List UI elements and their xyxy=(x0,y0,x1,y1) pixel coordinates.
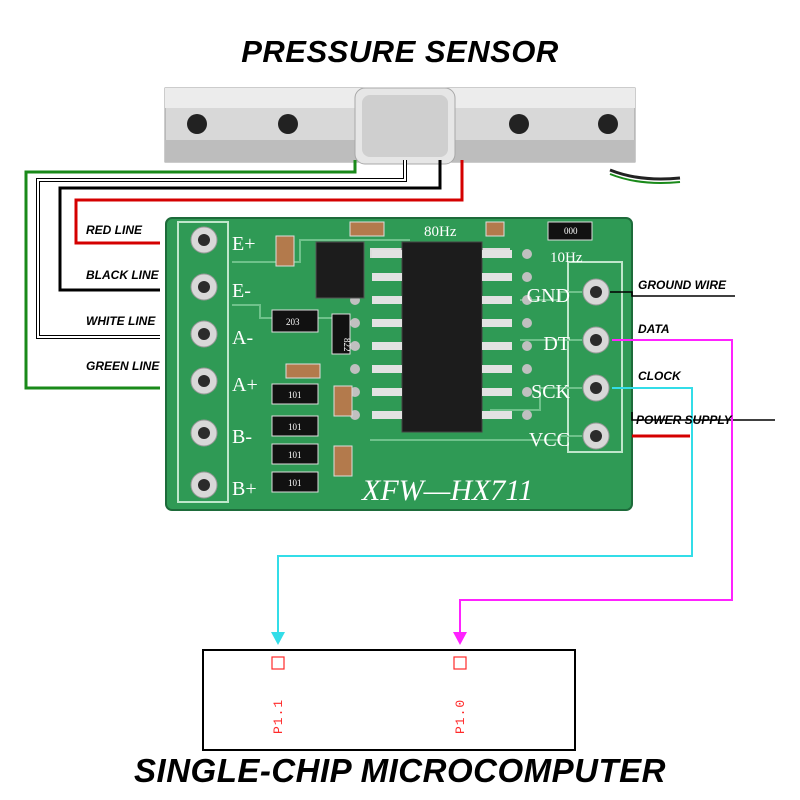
microcomputer-title: SINGLE-CHIP MICROCOMPUTER xyxy=(134,752,666,789)
pin-label-e-minus: E- xyxy=(232,280,251,302)
pin-label-b-minus: B- xyxy=(232,426,252,448)
right-wire-stubs xyxy=(610,291,775,438)
pressure-sensor-title: PRESSURE SENSOR xyxy=(241,34,559,69)
board-name: XFW—HX711 xyxy=(361,474,533,507)
data-arrow-icon xyxy=(453,632,467,645)
clock-label: CLOCK xyxy=(638,369,681,383)
data-label: DATA xyxy=(638,322,670,336)
resistor-code: 101 xyxy=(288,450,302,460)
pin-label-gnd: GND xyxy=(527,285,570,307)
red-line-label: RED LINE xyxy=(86,223,143,237)
clock-wire xyxy=(277,387,693,636)
power-supply-label: POWER SUPPLY xyxy=(636,413,732,427)
pin-label-vcc: VCC xyxy=(529,429,570,451)
pin-pad xyxy=(453,656,467,670)
pin-label-a-plus: A+ xyxy=(232,374,258,396)
resistor-code: 000 xyxy=(564,226,578,236)
resistor-code: 822 xyxy=(342,338,352,352)
green-line-label: GREEN LINE xyxy=(86,359,160,373)
resistor-code: 203 xyxy=(286,317,300,327)
pin-p10-label: P1.0 xyxy=(453,698,468,734)
transistor xyxy=(315,241,365,299)
right-pin-labels: GND DT SCK VCC xyxy=(527,285,571,451)
resistors xyxy=(271,221,593,493)
pin-label-sck: SCK xyxy=(531,381,570,403)
pin-p11-label: P1.1 xyxy=(271,698,286,734)
capacitors xyxy=(275,221,505,477)
black-line-label: BLACK LINE xyxy=(86,268,159,282)
resistor-codes: 203 822 101 101 101 101 000 xyxy=(286,226,578,488)
resistor-code: 101 xyxy=(288,478,302,488)
data-wire xyxy=(459,339,733,636)
clock-arrow-icon xyxy=(271,632,285,645)
white-line-label: WHITE LINE xyxy=(86,314,156,328)
chip-icon xyxy=(350,241,532,433)
pin-pad xyxy=(271,656,285,670)
right-pin-holes xyxy=(582,278,610,450)
sensor-wires xyxy=(24,160,464,390)
pin-label-b-plus: B+ xyxy=(232,478,257,500)
left-pin-holes xyxy=(190,226,218,499)
resistor-code: 101 xyxy=(288,422,302,432)
ground-wire-label: GROUND WIRE xyxy=(638,278,726,292)
hx711-board: 203 822 101 101 101 101 000 E+ E- A- A+ … xyxy=(160,217,636,518)
freq-80hz-label: 80Hz xyxy=(424,224,457,240)
pin-label-e-plus: E+ xyxy=(232,233,256,255)
freq-10hz-label: 10Hz xyxy=(550,250,583,266)
pin-label-dt: DT xyxy=(543,333,570,355)
resistor-code: 101 xyxy=(288,390,302,400)
pin-label-a-minus: A- xyxy=(232,327,253,349)
left-pin-labels: E+ E- A- A+ B- B+ xyxy=(232,233,258,500)
microcomputer-box xyxy=(202,649,576,751)
load-cell-icon xyxy=(164,87,681,184)
